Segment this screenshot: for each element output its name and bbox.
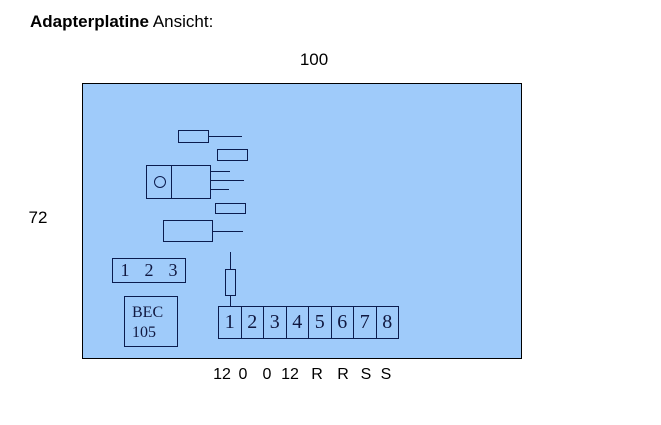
pin-signal-label-6: R — [337, 366, 349, 383]
page-title-regular: Ansicht: — [152, 12, 214, 31]
vertical-resistor-lead-top — [230, 252, 231, 269]
connector-8pin-pin-6: 6 — [332, 307, 354, 338]
bec-module: BEC 105 — [124, 296, 178, 347]
transistor-tab-divider — [171, 166, 172, 198]
vertical-resistor-lead-bottom — [230, 296, 231, 306]
bec-module-label-line2: 105 — [132, 324, 156, 341]
resistor-1-lead — [209, 136, 242, 137]
component-pad-2 — [215, 203, 246, 214]
pin-signal-label-3: 0 — [262, 366, 272, 383]
resistor-vertical — [225, 269, 236, 296]
connector-3pin-pin-2: 2 — [144, 260, 154, 280]
transistor — [146, 165, 211, 199]
pin-signal-label-2: 0 — [238, 366, 248, 383]
bec-module-label-line1: BEC — [132, 304, 164, 321]
pin-signal-label-7: S — [360, 366, 372, 383]
transistor-mounting-hole-icon — [154, 176, 166, 188]
connector-8pin: 1 2 3 4 5 6 7 8 — [218, 306, 399, 339]
page-title-bold: Adapterplatine — [30, 12, 150, 31]
board-width-dimension-label: 100 — [299, 50, 329, 69]
connector-8pin-pin-7: 7 — [354, 307, 377, 338]
board-height-dimension-label: 72 — [28, 208, 48, 227]
connector-3pin-pin-3: 3 — [168, 260, 178, 280]
resistor-2-lead — [213, 231, 243, 232]
pin-signal-label-4: 12 — [281, 366, 299, 383]
transistor-lead-3 — [211, 189, 229, 190]
connector-8pin-pin-1: 1 — [219, 307, 242, 338]
connector-3pin: 1 2 3 — [112, 258, 186, 283]
connector-8pin-pin-3: 3 — [264, 307, 287, 338]
connector-3pin-pin-1: 1 — [120, 260, 130, 280]
connector-8pin-pin-2: 2 — [242, 307, 264, 338]
pin-signal-label-1: 12 — [213, 366, 231, 383]
transistor-lead-2 — [211, 180, 244, 181]
adapter-board: 1 2 3 BEC 105 1 2 3 4 5 6 7 8 — [82, 83, 522, 359]
transistor-lead-1 — [211, 171, 230, 172]
pin-signal-label-8: S — [380, 366, 392, 383]
connector-8pin-pin-4: 4 — [287, 307, 309, 338]
connector-8pin-pin-8: 8 — [382, 311, 393, 333]
connector-8pin-pin-5: 5 — [309, 307, 332, 338]
pin-signal-label-5: R — [311, 366, 323, 383]
component-pad-1 — [217, 149, 248, 161]
page-title: Adapterplatine Ansicht: — [30, 12, 213, 32]
resistor-horizontal-2 — [163, 220, 213, 242]
resistor-horizontal-1 — [178, 130, 209, 143]
